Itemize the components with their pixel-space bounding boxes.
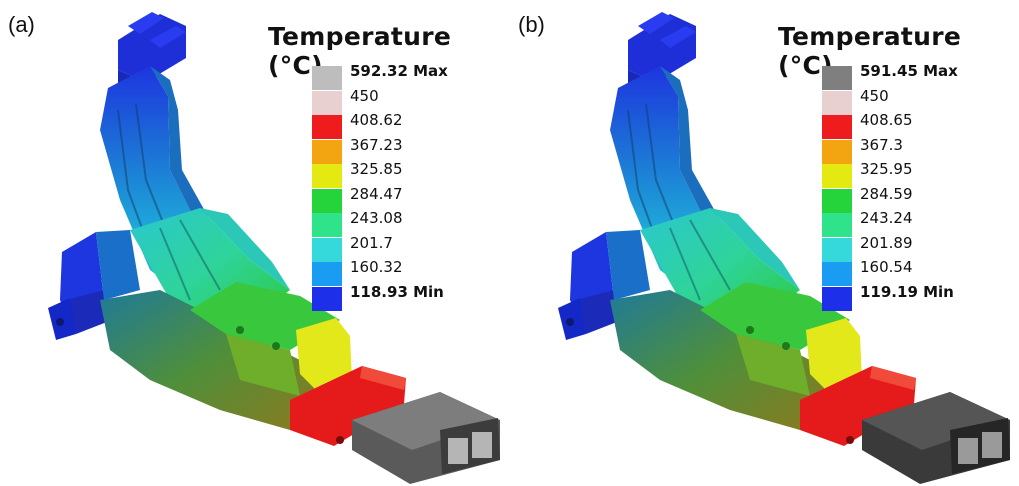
legend-label: 367.3 bbox=[860, 135, 903, 154]
legend-swatch bbox=[822, 66, 852, 90]
red-flange bbox=[290, 366, 406, 446]
legend-swatch bbox=[312, 237, 342, 262]
legend-swatch bbox=[822, 90, 852, 115]
bracket-temperature-model bbox=[558, 12, 1010, 484]
legend-label: 325.95 bbox=[860, 160, 913, 178]
side-bracket bbox=[558, 230, 650, 340]
legend-label: 160.54 bbox=[860, 258, 913, 276]
legend-label: 119.19 Min bbox=[860, 282, 954, 301]
legend-label: 201.7 bbox=[350, 233, 393, 252]
main-body bbox=[610, 290, 830, 430]
legend-swatch bbox=[822, 139, 852, 164]
legend-swatch bbox=[312, 188, 342, 213]
legend-label: 284.47 bbox=[350, 184, 403, 203]
legend-swatch bbox=[312, 90, 342, 115]
red-flange bbox=[800, 366, 916, 446]
legend-label: 408.62 bbox=[350, 111, 403, 129]
legend-swatch bbox=[822, 237, 852, 262]
rectangular-tube bbox=[862, 392, 1010, 484]
panel-a: (a) bbox=[0, 0, 509, 486]
legend-label: 243.08 bbox=[350, 209, 403, 227]
legend-swatch bbox=[822, 115, 852, 139]
legend-swatch bbox=[312, 286, 342, 311]
legend-title: Temperature (°C) bbox=[268, 22, 452, 80]
panel-label: (b) bbox=[518, 12, 545, 37]
legend-title: Temperature (°C) bbox=[778, 22, 962, 80]
legend-label: 591.45 Max bbox=[860, 62, 958, 80]
legend-swatch bbox=[822, 262, 852, 286]
rectangular-tube bbox=[352, 392, 500, 484]
legend-swatch bbox=[822, 213, 852, 237]
legend-label: 450 bbox=[350, 86, 379, 105]
legend-label: 284.59 bbox=[860, 184, 913, 203]
legend-label: 325.85 bbox=[350, 160, 403, 178]
legend-swatch bbox=[312, 164, 342, 188]
legend-swatch bbox=[312, 213, 342, 237]
legend-swatch bbox=[312, 262, 342, 286]
legend-swatch bbox=[822, 188, 852, 213]
legend-label: 118.93 Min bbox=[350, 282, 444, 301]
legend-swatch bbox=[312, 115, 342, 139]
legend-label: 243.24 bbox=[860, 209, 913, 227]
legend-swatch bbox=[822, 164, 852, 188]
legend-label: 160.32 bbox=[350, 258, 403, 276]
bracket-temperature-model bbox=[48, 12, 500, 484]
legend-label: 592.32 Max bbox=[350, 62, 448, 80]
legend-label: 367.23 bbox=[350, 135, 403, 154]
legend-swatch bbox=[312, 66, 342, 90]
legend-label: 408.65 bbox=[860, 111, 913, 129]
panel-b: (b) bbox=[510, 0, 1019, 486]
legend-swatch bbox=[822, 286, 852, 311]
legend-swatch bbox=[312, 139, 342, 164]
main-body bbox=[100, 290, 320, 430]
legend-label: 450 bbox=[860, 86, 889, 105]
top-clamp bbox=[628, 12, 696, 104]
top-clamp bbox=[118, 12, 186, 104]
legend-label: 201.89 bbox=[860, 233, 913, 252]
panel-label: (a) bbox=[8, 12, 35, 37]
